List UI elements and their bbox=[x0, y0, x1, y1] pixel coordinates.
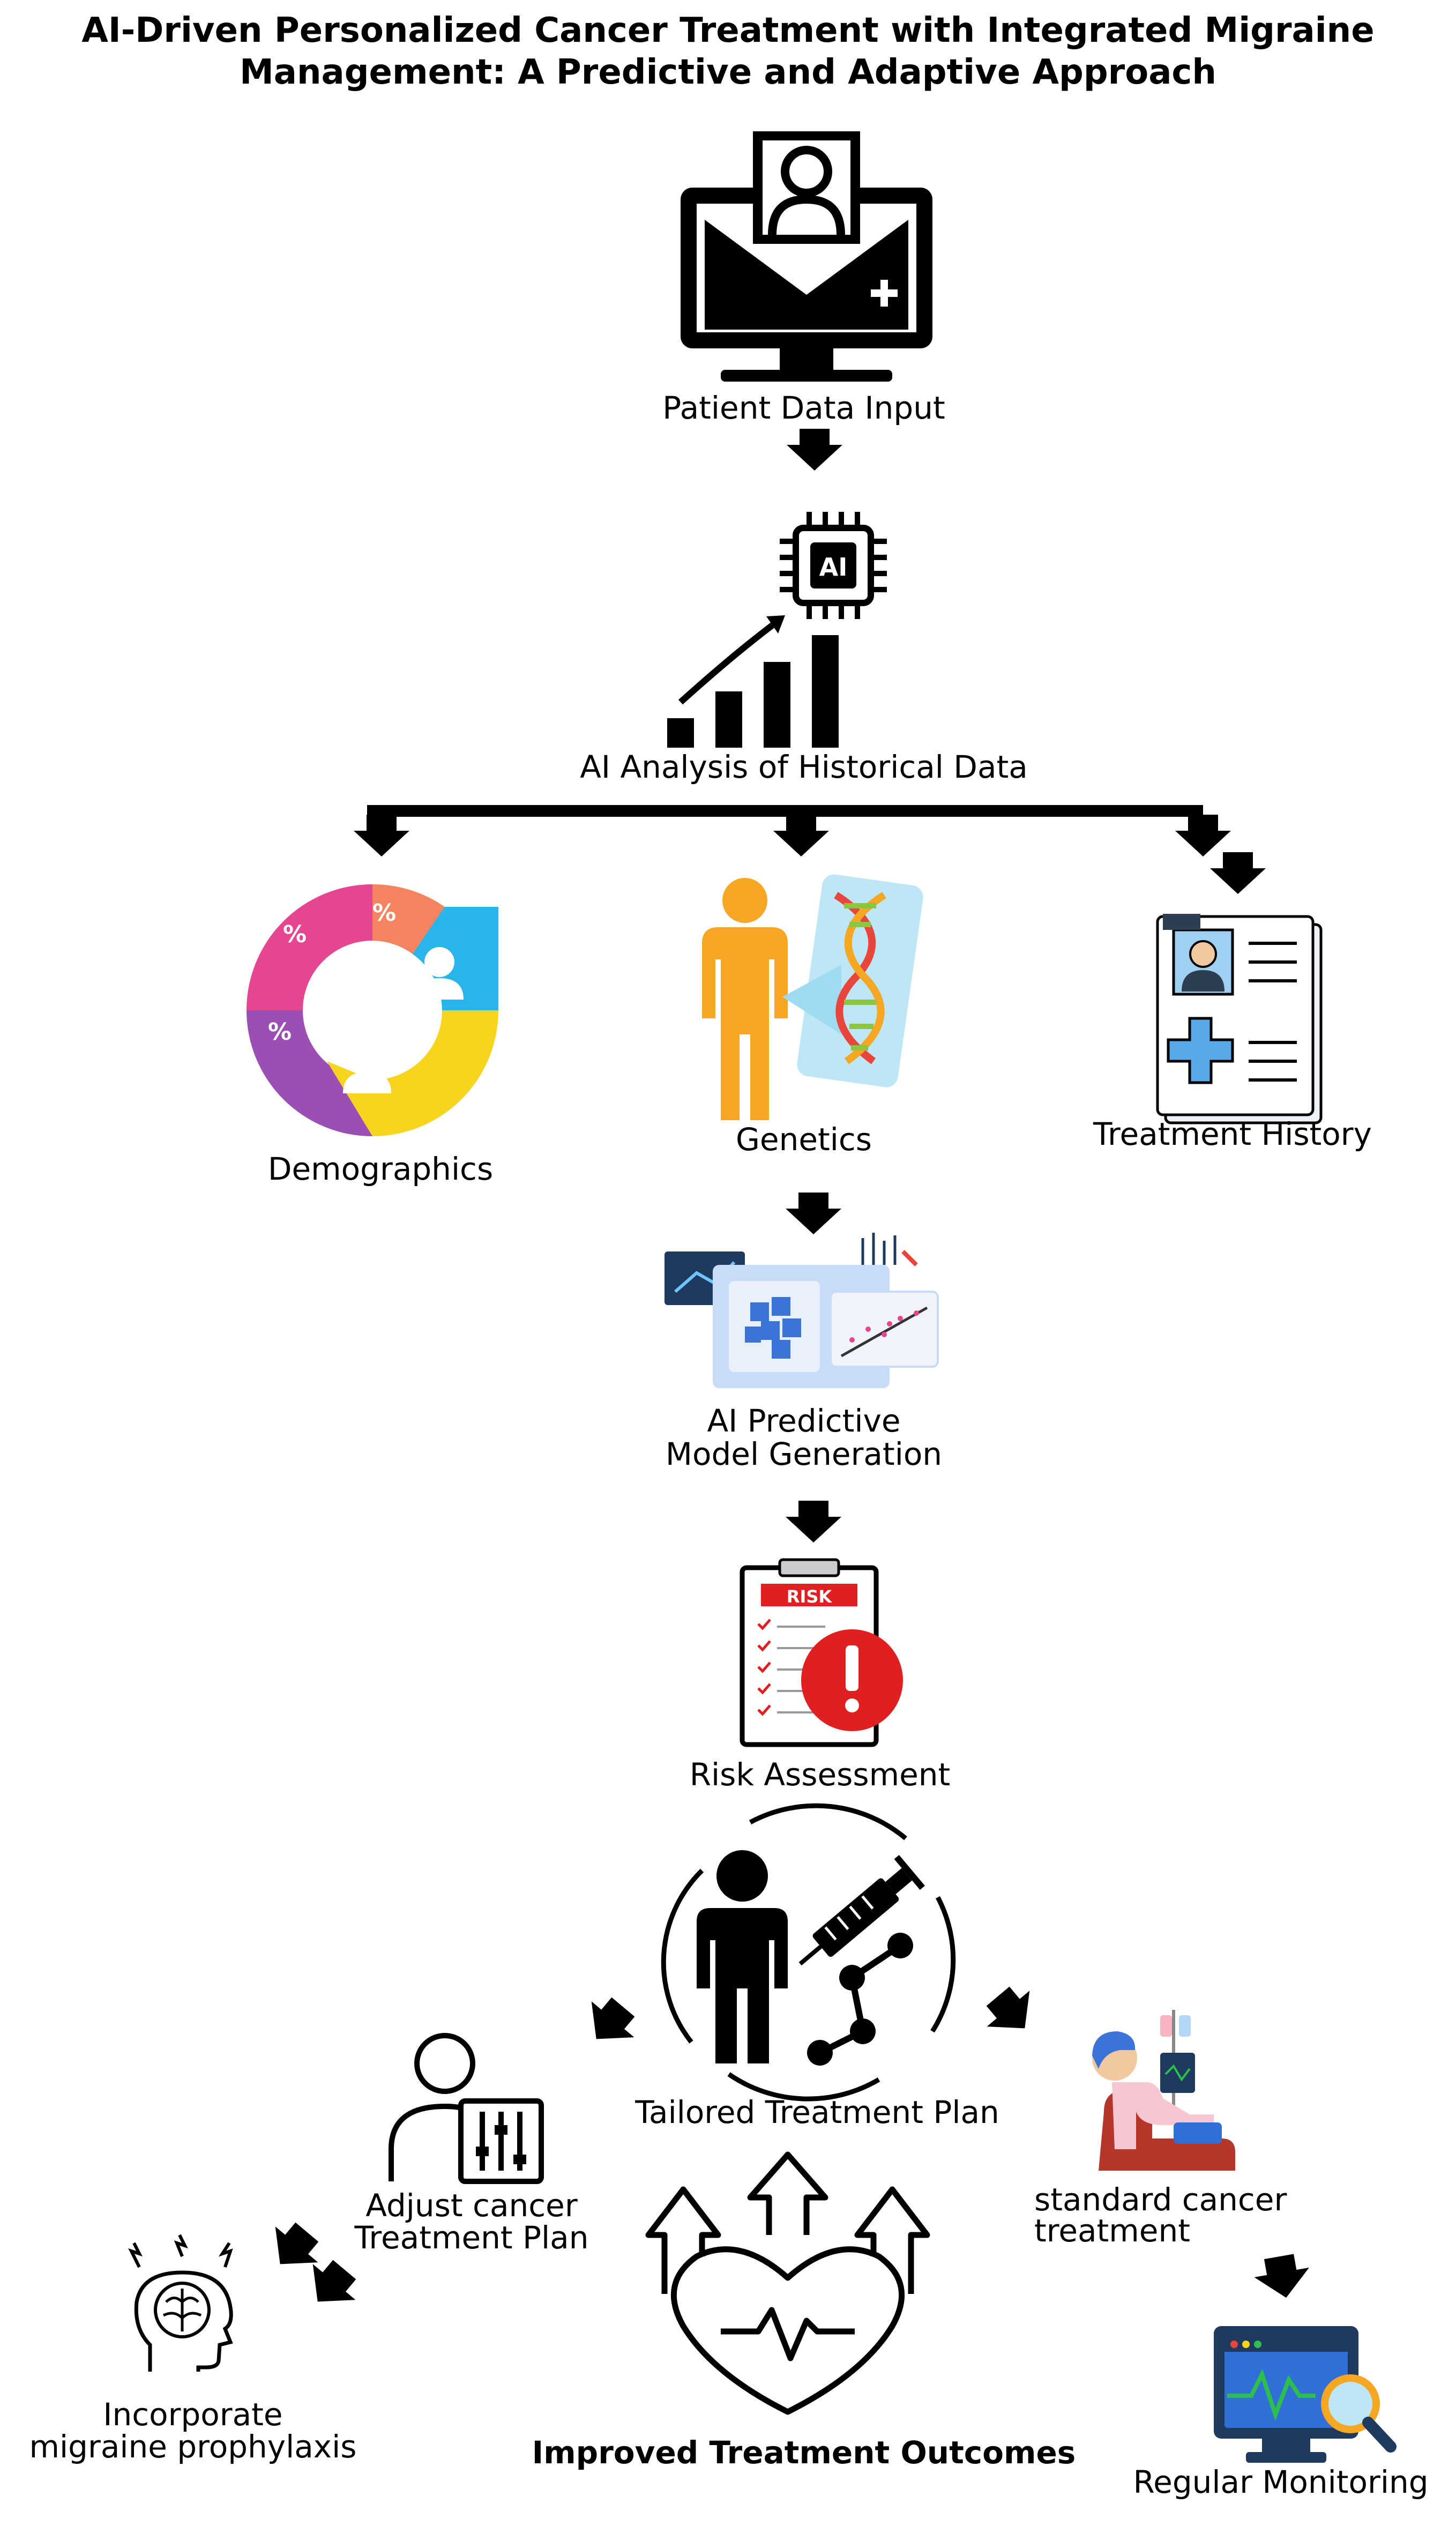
title-line-1: AI-Driven Personalized Cancer Treatment … bbox=[81, 11, 1375, 50]
heart-arrows-icon bbox=[645, 2151, 930, 2415]
regular-monitoring-label: Regular Monitoring bbox=[1133, 2464, 1429, 2500]
percent-text-2: % bbox=[372, 899, 396, 927]
arrow-to-treatment-history-2 bbox=[1210, 852, 1266, 894]
ai-chip-text: AI bbox=[819, 553, 848, 582]
computer-patient-icon bbox=[681, 131, 932, 382]
demographics-label: Demographics bbox=[267, 1151, 494, 1187]
monitor-search-icon bbox=[1214, 2326, 1397, 2463]
percent-text-1: % bbox=[283, 921, 307, 948]
arrow-to-predictive-model bbox=[786, 1193, 841, 1234]
predictive-model-line-1: AI Predictive bbox=[707, 1403, 901, 1439]
brain-headache-icon bbox=[128, 2234, 233, 2372]
patient-record-icon bbox=[1156, 914, 1323, 1124]
title-line-2: Management: A Predictive and Adaptive Ap… bbox=[240, 53, 1216, 92]
donut-chart-icon: % % % bbox=[247, 884, 499, 1136]
adjust-plan-label: Adjust cancer Treatment Plan bbox=[322, 2189, 622, 2254]
arrow-to-genetics bbox=[773, 815, 829, 856]
migraine-line-2: migraine prophylaxis bbox=[29, 2428, 357, 2465]
ai-chip-icon: AI bbox=[780, 512, 887, 619]
predictive-model-screen-icon bbox=[664, 1233, 939, 1388]
improved-outcomes-label: Improved Treatment Outcomes bbox=[532, 2434, 1076, 2471]
ai-analysis-label: AI Analysis of Historical Data bbox=[580, 749, 1028, 785]
adjust-plan-line-1: Adjust cancer bbox=[365, 2187, 578, 2224]
arrow-to-adjust-plan bbox=[574, 1989, 645, 2057]
treatment-history-label: Treatment History bbox=[1093, 1116, 1372, 1152]
user-settings-icon bbox=[389, 2033, 544, 2184]
arrow-to-ai-analysis bbox=[787, 429, 842, 471]
standard-treatment-label: standard cancer treatment bbox=[1034, 2184, 1377, 2246]
risk-assessment-label: Risk Assessment bbox=[689, 1756, 951, 1793]
chemotherapy-patient-icon bbox=[1092, 2010, 1235, 2171]
predictive-model-label: AI Predictive Model Generation bbox=[589, 1404, 1018, 1471]
tailored-plan-label: Tailored Treatment Plan bbox=[635, 2094, 999, 2130]
genetics-label: Genetics bbox=[735, 1121, 872, 1158]
percent-text-3: % bbox=[268, 1018, 292, 1046]
arrow-to-monitoring bbox=[1251, 2252, 1314, 2303]
human-dna-icon bbox=[702, 874, 923, 1120]
growth-chart-icon bbox=[667, 615, 839, 748]
predictive-model-line-2: Model Generation bbox=[665, 1436, 943, 1472]
arrow-to-treatment-history-1 bbox=[1175, 815, 1231, 856]
diagram-title: AI-Driven Personalized Cancer Treatment … bbox=[0, 10, 1456, 93]
branch-bar bbox=[367, 805, 1203, 817]
patient-data-input-label: Patient Data Input bbox=[662, 390, 945, 426]
arrow-to-standard-treatment bbox=[976, 1978, 1047, 2046]
migraine-label: Incorporate migraine prophylaxis bbox=[0, 2398, 386, 2463]
risk-clipboard-icon: RISK bbox=[740, 1558, 903, 1747]
arrow-to-demographics bbox=[354, 815, 409, 856]
arrow-to-risk-assessment bbox=[786, 1501, 841, 1543]
patient-injection-icon bbox=[661, 1803, 956, 2102]
standard-treatment-line-2: treatment bbox=[1034, 2212, 1190, 2249]
risk-tag-text: RISK bbox=[787, 1586, 833, 1607]
standard-treatment-line-1: standard cancer bbox=[1034, 2181, 1287, 2218]
adjust-plan-line-2: Treatment Plan bbox=[354, 2219, 589, 2256]
migraine-line-1: Incorporate bbox=[103, 2396, 283, 2433]
